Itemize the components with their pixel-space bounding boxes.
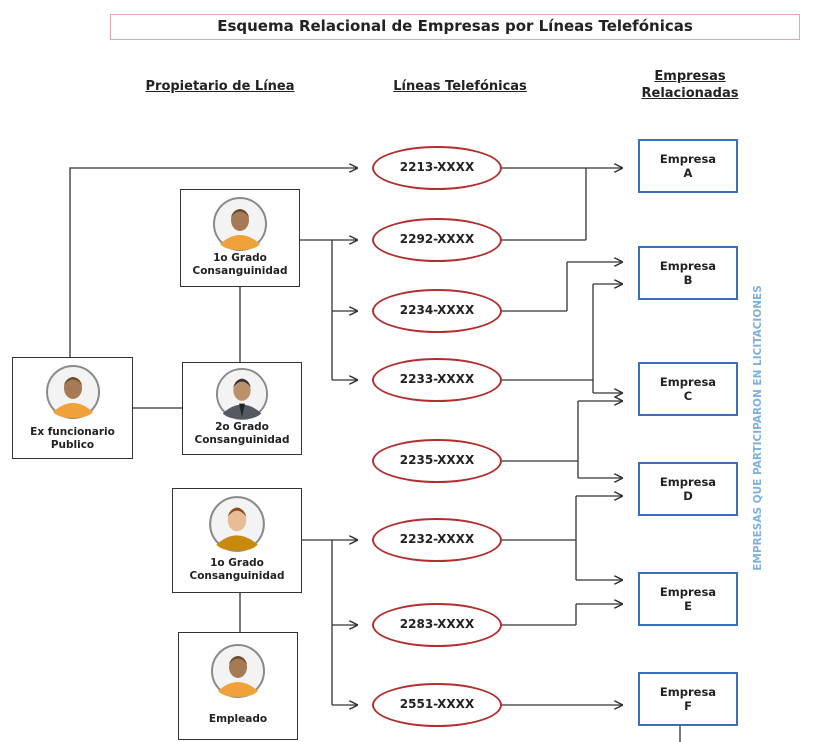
- company-box: Empresa F: [638, 672, 738, 726]
- person-1o-grado-b: 1o Grado Consanguinidad: [172, 488, 302, 593]
- person-ex-funcionario: Ex funcionario Publico: [12, 357, 133, 459]
- company-box: Empresa E: [638, 572, 738, 626]
- person-avatar-icon: [213, 197, 267, 251]
- phone-line: 2283-XXXX: [372, 603, 502, 647]
- person-label: Ex funcionario Publico: [30, 426, 115, 451]
- phone-line: 2292-XXXX: [372, 218, 502, 262]
- person-avatar-icon: [209, 496, 265, 552]
- company-box: Empresa D: [638, 462, 738, 516]
- person-avatar-icon: [45, 365, 100, 419]
- phone-line: 2551-XXXX: [372, 683, 502, 727]
- diagram-title: Esquema Relacional de Empresas por Línea…: [110, 14, 800, 40]
- person-label: 1o Grado Consanguinidad: [189, 557, 285, 582]
- company-box: Empresa A: [638, 139, 738, 193]
- column-header-lines: Líneas Telefónicas: [393, 79, 527, 94]
- phone-line: 2232-XXXX: [372, 518, 502, 562]
- company-box: Empresa B: [638, 246, 738, 300]
- person-1o-grado-a: 1o Grado Consanguinidad: [180, 189, 300, 287]
- person-label: 1o Grado Consanguinidad: [192, 252, 288, 277]
- column-header-owners: Propietario de Línea: [145, 79, 295, 94]
- phone-line: 2234-XXXX: [372, 289, 502, 333]
- person-2o-grado: 2o Grado Consanguinidad: [182, 362, 302, 455]
- phone-line: 2235-XXXX: [372, 439, 502, 483]
- person-avatar-icon: [215, 367, 269, 421]
- person-label: 2o Grado Consanguinidad: [194, 421, 290, 446]
- person-label: Empleado: [208, 713, 268, 725]
- phone-line: 2213-XXXX: [372, 146, 502, 190]
- company-box: Empresa C: [638, 362, 738, 416]
- person-avatar-icon: [211, 644, 265, 698]
- column-header-companies: Empresas Relacionadas: [641, 69, 739, 101]
- side-note: EMPRESAS QUE PARTICIPARON EN LICITACIONE…: [752, 285, 764, 571]
- person-empleado: Empleado: [178, 632, 298, 740]
- phone-line: 2233-XXXX: [372, 358, 502, 402]
